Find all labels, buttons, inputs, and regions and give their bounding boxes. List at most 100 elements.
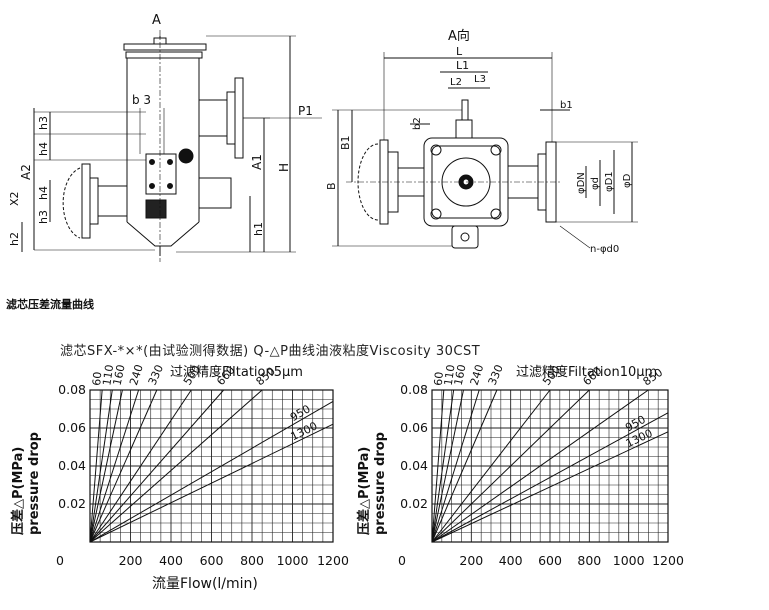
y-tick-label: 0.04 [400, 458, 428, 473]
y-tick-label: 0.06 [58, 420, 86, 435]
label-h4-bottom: h4 [37, 186, 50, 200]
y-tick-label: 0.02 [58, 496, 86, 511]
inlet-pipe-right [198, 177, 232, 209]
label-p1: P1 [298, 104, 313, 118]
series-label-160: 160 [452, 363, 469, 386]
bottom-hole [460, 232, 470, 242]
label-b: B [325, 182, 338, 190]
series-line-500 [431, 389, 551, 543]
series-label-160: 160 [111, 363, 128, 386]
series-line-660 [89, 389, 225, 543]
outlet-flange [226, 91, 236, 145]
label-d-outer: φD [622, 173, 633, 188]
series-line-850 [89, 389, 263, 543]
series-label-60: 60 [90, 371, 104, 386]
label-l2: L2 [450, 77, 462, 88]
y-tick-label: 0.06 [400, 420, 428, 435]
x-tick-label: 800 [240, 553, 264, 568]
inlet-pipe-left [97, 185, 128, 217]
bolt-hole [430, 208, 442, 220]
y-axis-label-cn: 压差△P(MPa) [356, 447, 372, 535]
series-label-330: 330 [486, 363, 506, 387]
y-tick-label: 0.02 [400, 496, 428, 511]
bolt-hole [490, 144, 502, 156]
label-h4-top: h4 [37, 142, 50, 156]
bottom-tab [451, 225, 479, 249]
screw [149, 159, 155, 165]
x-tick-label: 1200 [652, 553, 684, 568]
series-line-660 [431, 389, 590, 543]
x-tick-label: 200 [459, 553, 483, 568]
series-line-1300 [431, 431, 669, 543]
series-label-60: 60 [432, 371, 446, 386]
x-tick-label: 0 [56, 553, 64, 568]
label-h2: h2 [8, 232, 21, 246]
series-line-60 [431, 389, 445, 543]
series-label-330: 330 [146, 363, 166, 387]
series-line-500 [89, 389, 192, 543]
flange-arc [62, 167, 81, 239]
label-l3: L3 [474, 74, 486, 85]
y-tick-label: 0.08 [58, 382, 86, 397]
series-label-110: 110 [442, 364, 458, 387]
x-tick-label: 0 [398, 553, 406, 568]
label-a2: A2 [19, 164, 33, 180]
y-axis-label-cn: 压差△P(MPa) [10, 447, 26, 535]
label-h: H [277, 163, 291, 172]
label-h3-bottom: h3 [37, 210, 50, 224]
x-tick-label: 400 [499, 553, 523, 568]
chart-subtitle: 过滤精度Filtation5μm [170, 364, 303, 380]
bolt-hole [430, 144, 442, 156]
label-b1: B1 [339, 135, 352, 150]
series-line-1300 [89, 423, 334, 543]
series-label-110: 110 [100, 364, 116, 387]
chart-series-group [89, 389, 334, 543]
series-line-160 [431, 389, 464, 543]
label-l: L [456, 45, 463, 58]
series-line-240 [431, 389, 480, 543]
side-view-drawing [332, 52, 638, 249]
label-b1-small: b1 [560, 100, 573, 111]
top-cap [123, 43, 207, 51]
cap-flange [125, 51, 203, 59]
inlet-flange [89, 177, 99, 225]
series-line-950 [89, 400, 334, 543]
x-tick-label: 1000 [613, 553, 645, 568]
chart-series-group [431, 389, 669, 543]
label-d: φd [590, 177, 601, 190]
handle-stem [461, 99, 469, 121]
front-view-labels: A P1 A1 H h1 A2 h3 h4 b 3 h4 h3 X2 h2 [8, 13, 313, 246]
series-line-60 [89, 389, 103, 543]
label-a1: A1 [250, 154, 264, 170]
body-bottom [126, 221, 200, 247]
x-tick-label: 200 [119, 553, 143, 568]
label-b3: b 3 [132, 93, 151, 107]
screw [149, 183, 155, 189]
x-axis-label: 流量Flow(l/min) [152, 576, 258, 592]
series-line-110 [89, 389, 113, 543]
label-view-a: A [152, 13, 161, 28]
bolt-hole [490, 208, 502, 220]
series-line-330 [89, 389, 158, 543]
series-line-110 [431, 389, 455, 543]
x-tick-label: 600 [200, 553, 224, 568]
label-dn: φDN [576, 172, 587, 194]
label-b2: b2 [412, 117, 423, 130]
front-view-drawing [21, 30, 322, 262]
series-label-240: 240 [127, 363, 146, 387]
section-title: 滤芯压差流量曲线 [6, 298, 94, 311]
x-tick-label: 400 [159, 553, 183, 568]
y-tick-label: 0.08 [400, 382, 428, 397]
series-label-240: 240 [468, 363, 487, 387]
chart-grid [431, 389, 669, 543]
y-axis-label-en: pressure drop [27, 432, 42, 535]
outlet-flange-outer [234, 77, 244, 159]
outlet-pipe [198, 99, 228, 137]
y-axis-label-en: pressure drop [373, 432, 388, 535]
x-tick-label: 800 [577, 553, 601, 568]
series-line-160 [89, 389, 123, 543]
label-x2: X2 [8, 191, 21, 206]
